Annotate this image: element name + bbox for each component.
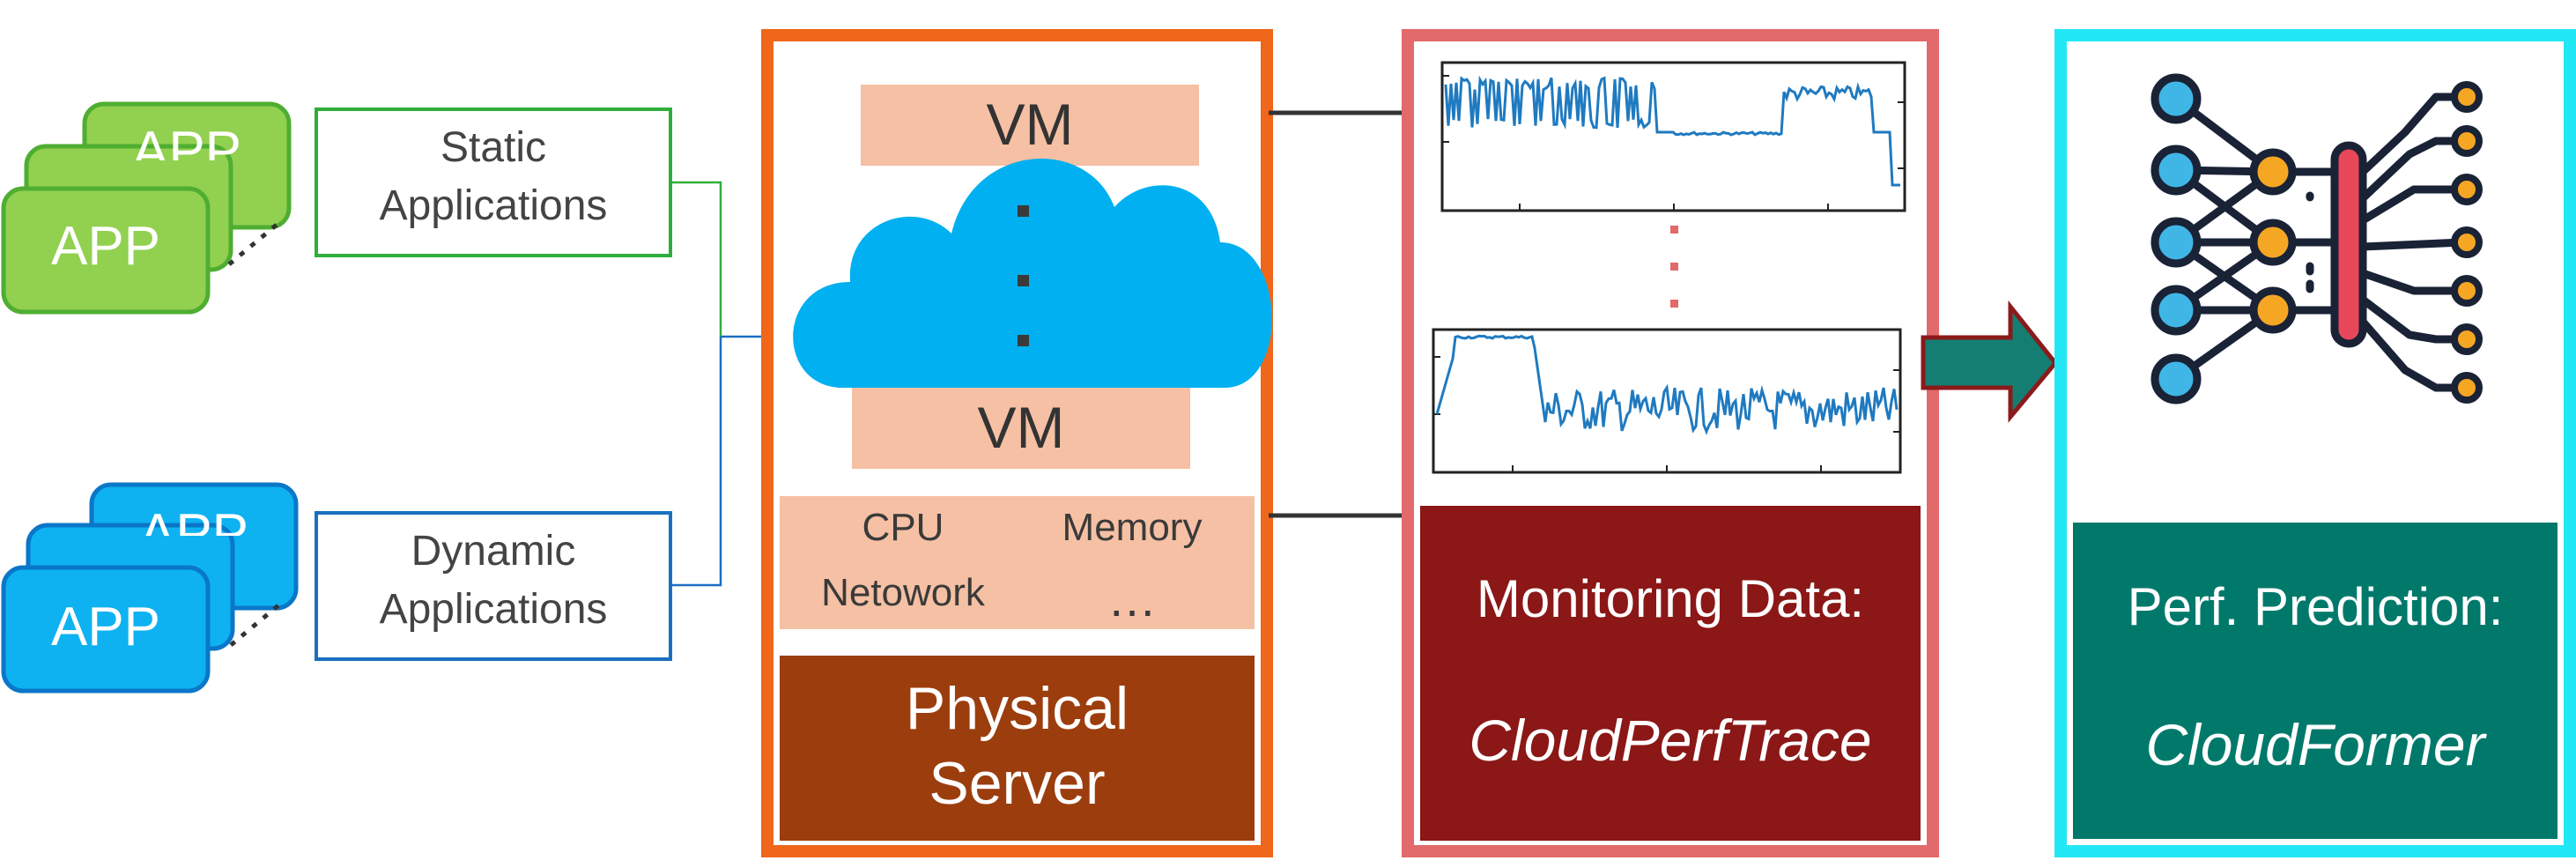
dynamic-app-back-label: APP [138, 503, 249, 536]
prediction-title: Perf. Prediction: [2127, 577, 2504, 636]
cloud-dot-1 [1018, 205, 1029, 217]
cloud-dot-3 [1018, 335, 1029, 346]
prediction-name: CloudFormer [2145, 712, 2485, 777]
monitoring-name: CloudPerfTrace [1469, 708, 1872, 773]
dynamic-app-card-front [1, 565, 211, 694]
physical-server [761, 29, 1273, 857]
resource-cpu: CPU [862, 506, 944, 549]
transformer-bar [2330, 141, 2367, 348]
input-nodes [2150, 73, 2202, 404]
vm-top-box [861, 85, 1199, 166]
big-arrow-to-prediction [1921, 300, 2059, 423]
hidden-nodes [2249, 148, 2297, 334]
cloud-shape [793, 159, 1272, 388]
static-app-card-front [1, 186, 211, 315]
trace-chart-top-frame [1440, 61, 1906, 212]
output-nodes [2451, 81, 2483, 404]
vm-bottom-label: VM [977, 395, 1065, 460]
trace-chart-bottom-ticks [1433, 356, 1900, 472]
server-title-line1: Physical [905, 675, 1129, 742]
prediction-title-panel [2073, 523, 2557, 839]
static-label-line2: Applications [379, 182, 608, 229]
dynamic-app-stack [1, 482, 299, 694]
dynamic-label-box [315, 511, 672, 661]
cloud-dot-2 [1018, 275, 1029, 286]
monitoring-title: Monitoring Data: [1476, 569, 1865, 628]
static-app-back-label: APP [131, 121, 242, 160]
resources-panel [780, 496, 1255, 629]
resource-network: Netowork [821, 571, 985, 614]
server-title-line2: Server [929, 750, 1106, 817]
dynamic-stack-dots [229, 599, 285, 647]
monitoring-title-panel [1420, 506, 1921, 841]
prediction-panel [2054, 29, 2576, 857]
resource-memory: Memory [1062, 506, 1203, 549]
vm-bottom-box [852, 388, 1190, 469]
trace-chart-bottom-frame [1432, 328, 1902, 474]
app-connectors [670, 181, 770, 587]
static-label-line1: Static [440, 124, 547, 171]
static-stack-dots [227, 219, 284, 266]
monitoring-panel [1402, 29, 1939, 857]
dynamic-app-front-label: APP [50, 597, 161, 657]
dynamic-label-line2: Applications [379, 586, 608, 633]
server-title-panel [780, 656, 1255, 841]
trace-line-top [1444, 75, 1900, 187]
resource-more: … [1107, 571, 1157, 627]
trace-separator-dots [1670, 226, 1678, 308]
trace-line-bottom [1435, 334, 1899, 435]
trace-chart-top-ticks [1442, 75, 1905, 211]
vm-top-label: VM [986, 92, 1074, 157]
dynamic-label-line1: Dynamic [411, 528, 576, 575]
static-label-box [315, 108, 672, 257]
static-app-stack [1, 101, 292, 315]
static-app-front-label: APP [50, 216, 161, 277]
